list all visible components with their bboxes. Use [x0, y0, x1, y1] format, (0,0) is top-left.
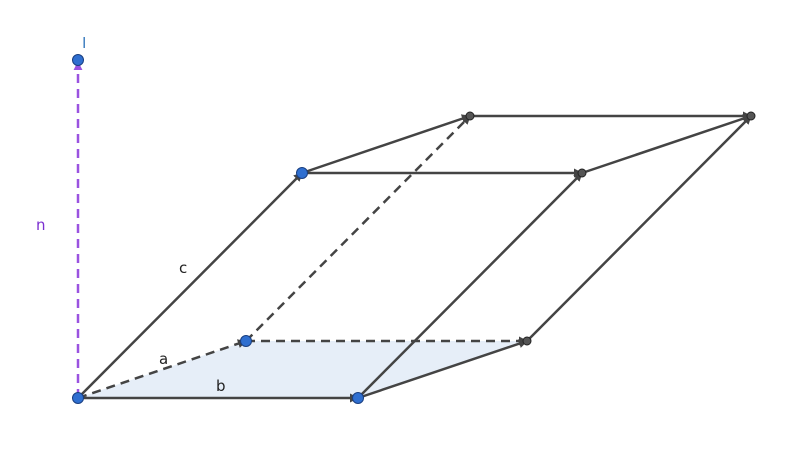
point-b[interactable]: [352, 392, 364, 404]
point-ac: [465, 111, 475, 121]
edge-bc-to-abc: [581, 114, 752, 175]
point-abc: [746, 111, 756, 121]
base-face: [78, 341, 527, 398]
label-b: b: [216, 377, 226, 395]
point-a[interactable]: [240, 335, 252, 347]
label-I: I: [82, 34, 86, 52]
edge-b-to-bc: [357, 172, 583, 399]
point-c[interactable]: [296, 167, 308, 179]
label-n: n: [36, 216, 46, 234]
edge-c-to-ac: [301, 114, 471, 175]
edge-a-to-ac: [245, 115, 471, 342]
point-I[interactable]: [72, 54, 84, 66]
vector-c: [77, 172, 303, 399]
label-c: c: [179, 259, 187, 277]
label-a: a: [159, 350, 168, 368]
point-ab: [522, 336, 532, 346]
edge-ab-to-abc: [526, 115, 752, 342]
point-origin[interactable]: [72, 392, 84, 404]
point-bc: [577, 168, 587, 178]
edge-b-to-ab: [357, 339, 528, 400]
